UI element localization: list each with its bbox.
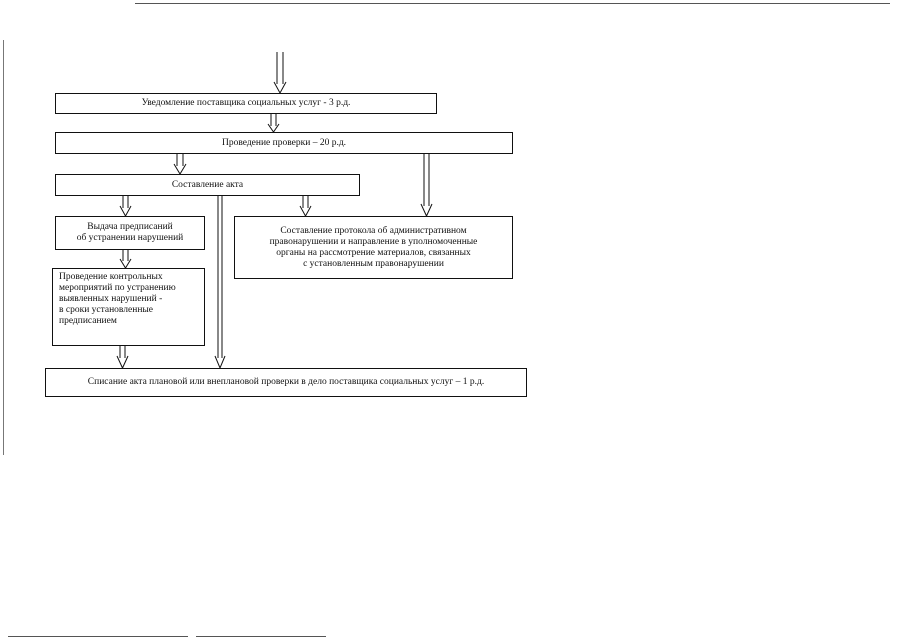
control-line-1: Проведение контрольных: [59, 272, 163, 282]
arrow-act-to-orders: [119, 196, 132, 218]
notification-box: Уведомление поставщика социальных услуг …: [55, 93, 437, 114]
control-line-2: мероприятий по устранению: [59, 283, 176, 293]
archive-label: Списание акта плановой или внеплановой п…: [87, 377, 485, 387]
inspection-label: Проведение проверки – 20 р.д.: [221, 137, 347, 148]
orders-line-2: об устранении нарушений: [76, 233, 184, 243]
protocol-line-4: с установленным правонарушении: [303, 258, 444, 269]
arrow-inspection-to-protocol: [420, 154, 433, 218]
notification-label: Уведомление поставщика социальных услуг …: [141, 98, 351, 108]
arrow-act-to-archive: [214, 196, 226, 370]
inspection-box: Проведение проверки – 20 р.д.: [55, 132, 513, 154]
protocol-line-3: органы на рассмотрение материалов, связа…: [276, 247, 471, 258]
arrow-notification-to-inspection: [267, 114, 280, 133]
arrow-inspection-to-act: [173, 154, 187, 175]
arrow-control-to-archive: [116, 346, 129, 370]
protocol-box: Составление протокола об административно…: [234, 216, 513, 279]
control-line-4: в сроки установленные: [59, 305, 154, 315]
orders-box: Выдача предписаний об устранении нарушен…: [55, 216, 205, 250]
protocol-line-2: правонарушении и направление в уполномоч…: [269, 236, 478, 247]
act-label: Составление акта: [171, 179, 244, 190]
arrow-orders-to-control: [119, 250, 132, 269]
control-box: Проведение контрольных мероприятий по ус…: [52, 268, 205, 346]
orders-line-1: Выдача предписаний: [87, 222, 173, 232]
control-line-3: выявленных нарушений -: [59, 294, 163, 304]
left-margin-line: [3, 40, 4, 455]
top-page-rule: [135, 3, 890, 4]
bottom-page-rule-right: [196, 636, 326, 637]
arrow-act-to-protocol: [299, 196, 312, 218]
archive-box: Списание акта плановой или внеплановой п…: [45, 368, 527, 397]
protocol-line-1: Составление протокола об административно…: [280, 225, 467, 236]
act-box: Составление акта: [55, 174, 360, 196]
bottom-page-rule-left: [8, 636, 188, 637]
control-line-5: предписанием: [59, 316, 117, 326]
entry-arrow: [273, 52, 287, 95]
